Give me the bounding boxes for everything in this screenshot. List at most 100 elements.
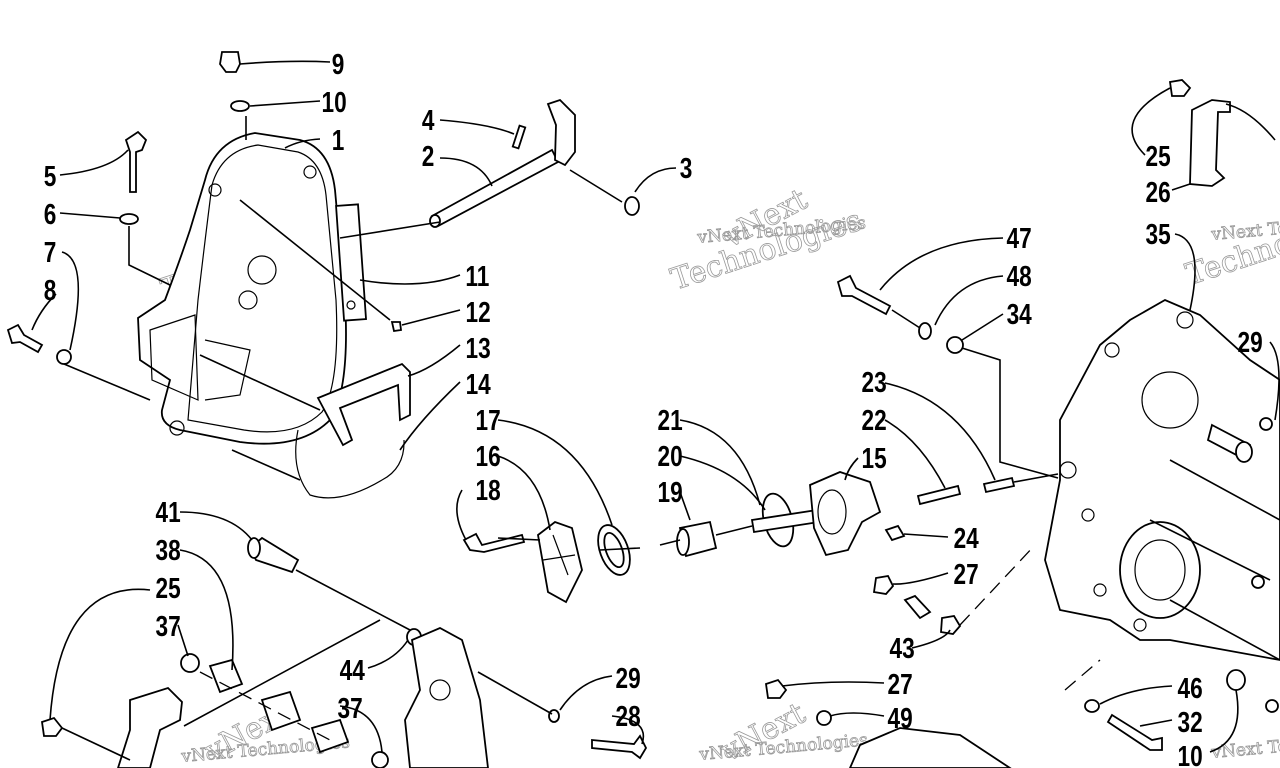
nut-7 (56, 349, 72, 365)
callout-9: 9 (332, 47, 345, 80)
washer-6 (119, 213, 139, 225)
nut-27b (765, 678, 788, 699)
callout-14: 14 (466, 367, 492, 400)
lower-left-parts (41, 536, 648, 768)
bracket-26 (1189, 99, 1231, 187)
callout-44: 44 (340, 653, 366, 686)
callout-22: 22 (862, 403, 887, 436)
callout-15: 15 (862, 441, 887, 474)
callout-32: 32 (1178, 705, 1203, 738)
callout-43: 43 (890, 631, 915, 664)
callout-28: 28 (616, 699, 641, 732)
callout-24: 24 (954, 521, 980, 554)
washer-34 (946, 336, 964, 354)
bolt-32 (1106, 713, 1163, 751)
chaincase-cover (137, 132, 347, 445)
callout-3: 3 (680, 151, 693, 184)
plate-11 (335, 203, 367, 322)
leader-lines (31, 60, 1280, 753)
callout-1: 1 (332, 123, 345, 156)
washer-46 (1084, 699, 1100, 713)
roller-38 (208, 658, 244, 694)
callout-13: 13 (466, 331, 491, 364)
callout-29-right: 29 (1238, 325, 1263, 358)
callout-23: 23 (862, 365, 887, 398)
top-center-bolts (836, 274, 964, 354)
bolt-28 (591, 734, 648, 760)
callout-8: 8 (44, 273, 57, 306)
bolt-18 (462, 532, 526, 553)
callout-38: 38 (156, 533, 181, 566)
callout-17: 17 (476, 403, 501, 436)
callout-16: 16 (476, 439, 501, 472)
watermark-8: Technologies (1182, 198, 1280, 293)
callout-35: 35 (1146, 217, 1171, 250)
callout-10-right: 10 (1178, 739, 1203, 768)
callout-37-lower: 37 (338, 691, 363, 724)
callout-labels: 9 10 1 4 2 3 5 6 7 8 11 12 13 14 47 48 3… (44, 47, 1263, 768)
o-ring-10-right (1226, 669, 1246, 691)
callout-2: 2 (422, 139, 435, 172)
bolt-47 (836, 274, 892, 316)
lower-housing (849, 727, 1012, 768)
callout-11: 11 (465, 259, 489, 292)
washer-10 (230, 100, 250, 112)
tensioner-assembly (462, 471, 1016, 635)
shift-shaft (429, 98, 640, 228)
spring-14 (295, 429, 405, 499)
callout-6: 6 (44, 197, 57, 230)
washer-29 (548, 709, 560, 723)
nut-27a (872, 575, 895, 595)
lever-2 (546, 98, 576, 167)
callout-27: 27 (954, 557, 979, 590)
callout-41: 41 (156, 495, 181, 528)
screw-24 (884, 524, 906, 542)
washer-49 (816, 710, 832, 726)
callout-48: 48 (1007, 259, 1032, 292)
sensor-5 (124, 130, 148, 193)
shaft-2 (430, 148, 560, 228)
gearcase-housing (1044, 79, 1280, 751)
callout-26: 26 (1146, 175, 1171, 208)
screw-12 (390, 321, 403, 333)
o-ring-3 (624, 196, 640, 216)
callout-25-top: 25 (1146, 139, 1171, 172)
callout-34: 34 (1007, 297, 1033, 330)
callout-12: 12 (466, 295, 491, 328)
washer-37 (180, 653, 200, 673)
callout-4: 4 (422, 103, 435, 136)
callout-18: 18 (476, 473, 501, 506)
callout-25: 25 (156, 571, 181, 604)
bolt-9 (219, 51, 241, 73)
alignment-lines (61, 116, 1280, 761)
stud-43 (903, 594, 932, 620)
roller-37 (260, 690, 302, 732)
callout-5: 5 (44, 159, 57, 192)
callout-27-lower: 27 (888, 667, 913, 700)
callout-49: 49 (888, 701, 913, 734)
bolt-8 (6, 323, 44, 354)
pin-4 (511, 124, 527, 150)
callout-47: 47 (1007, 221, 1032, 254)
nut-25-bottom (41, 716, 64, 737)
callout-46: 46 (1178, 671, 1203, 704)
housing-15 (809, 471, 882, 557)
lower-center-parts (765, 678, 1012, 768)
callout-37: 37 (156, 609, 181, 642)
spacer-37 (310, 718, 350, 754)
pin-23 (982, 476, 1016, 494)
callout-20: 20 (658, 439, 683, 472)
callout-21: 21 (658, 403, 683, 436)
washer-48 (918, 322, 932, 340)
callout-19: 19 (658, 475, 683, 508)
nut-25-top (1168, 79, 1192, 97)
spring-22 (916, 484, 962, 506)
callout-7: 7 (44, 235, 57, 268)
left-small-parts (6, 51, 411, 499)
nut-43 (940, 615, 962, 635)
cover-16 (537, 520, 583, 604)
tensioner-arm (117, 686, 183, 768)
bracket-13 (316, 362, 411, 447)
callout-29: 29 (616, 661, 641, 694)
